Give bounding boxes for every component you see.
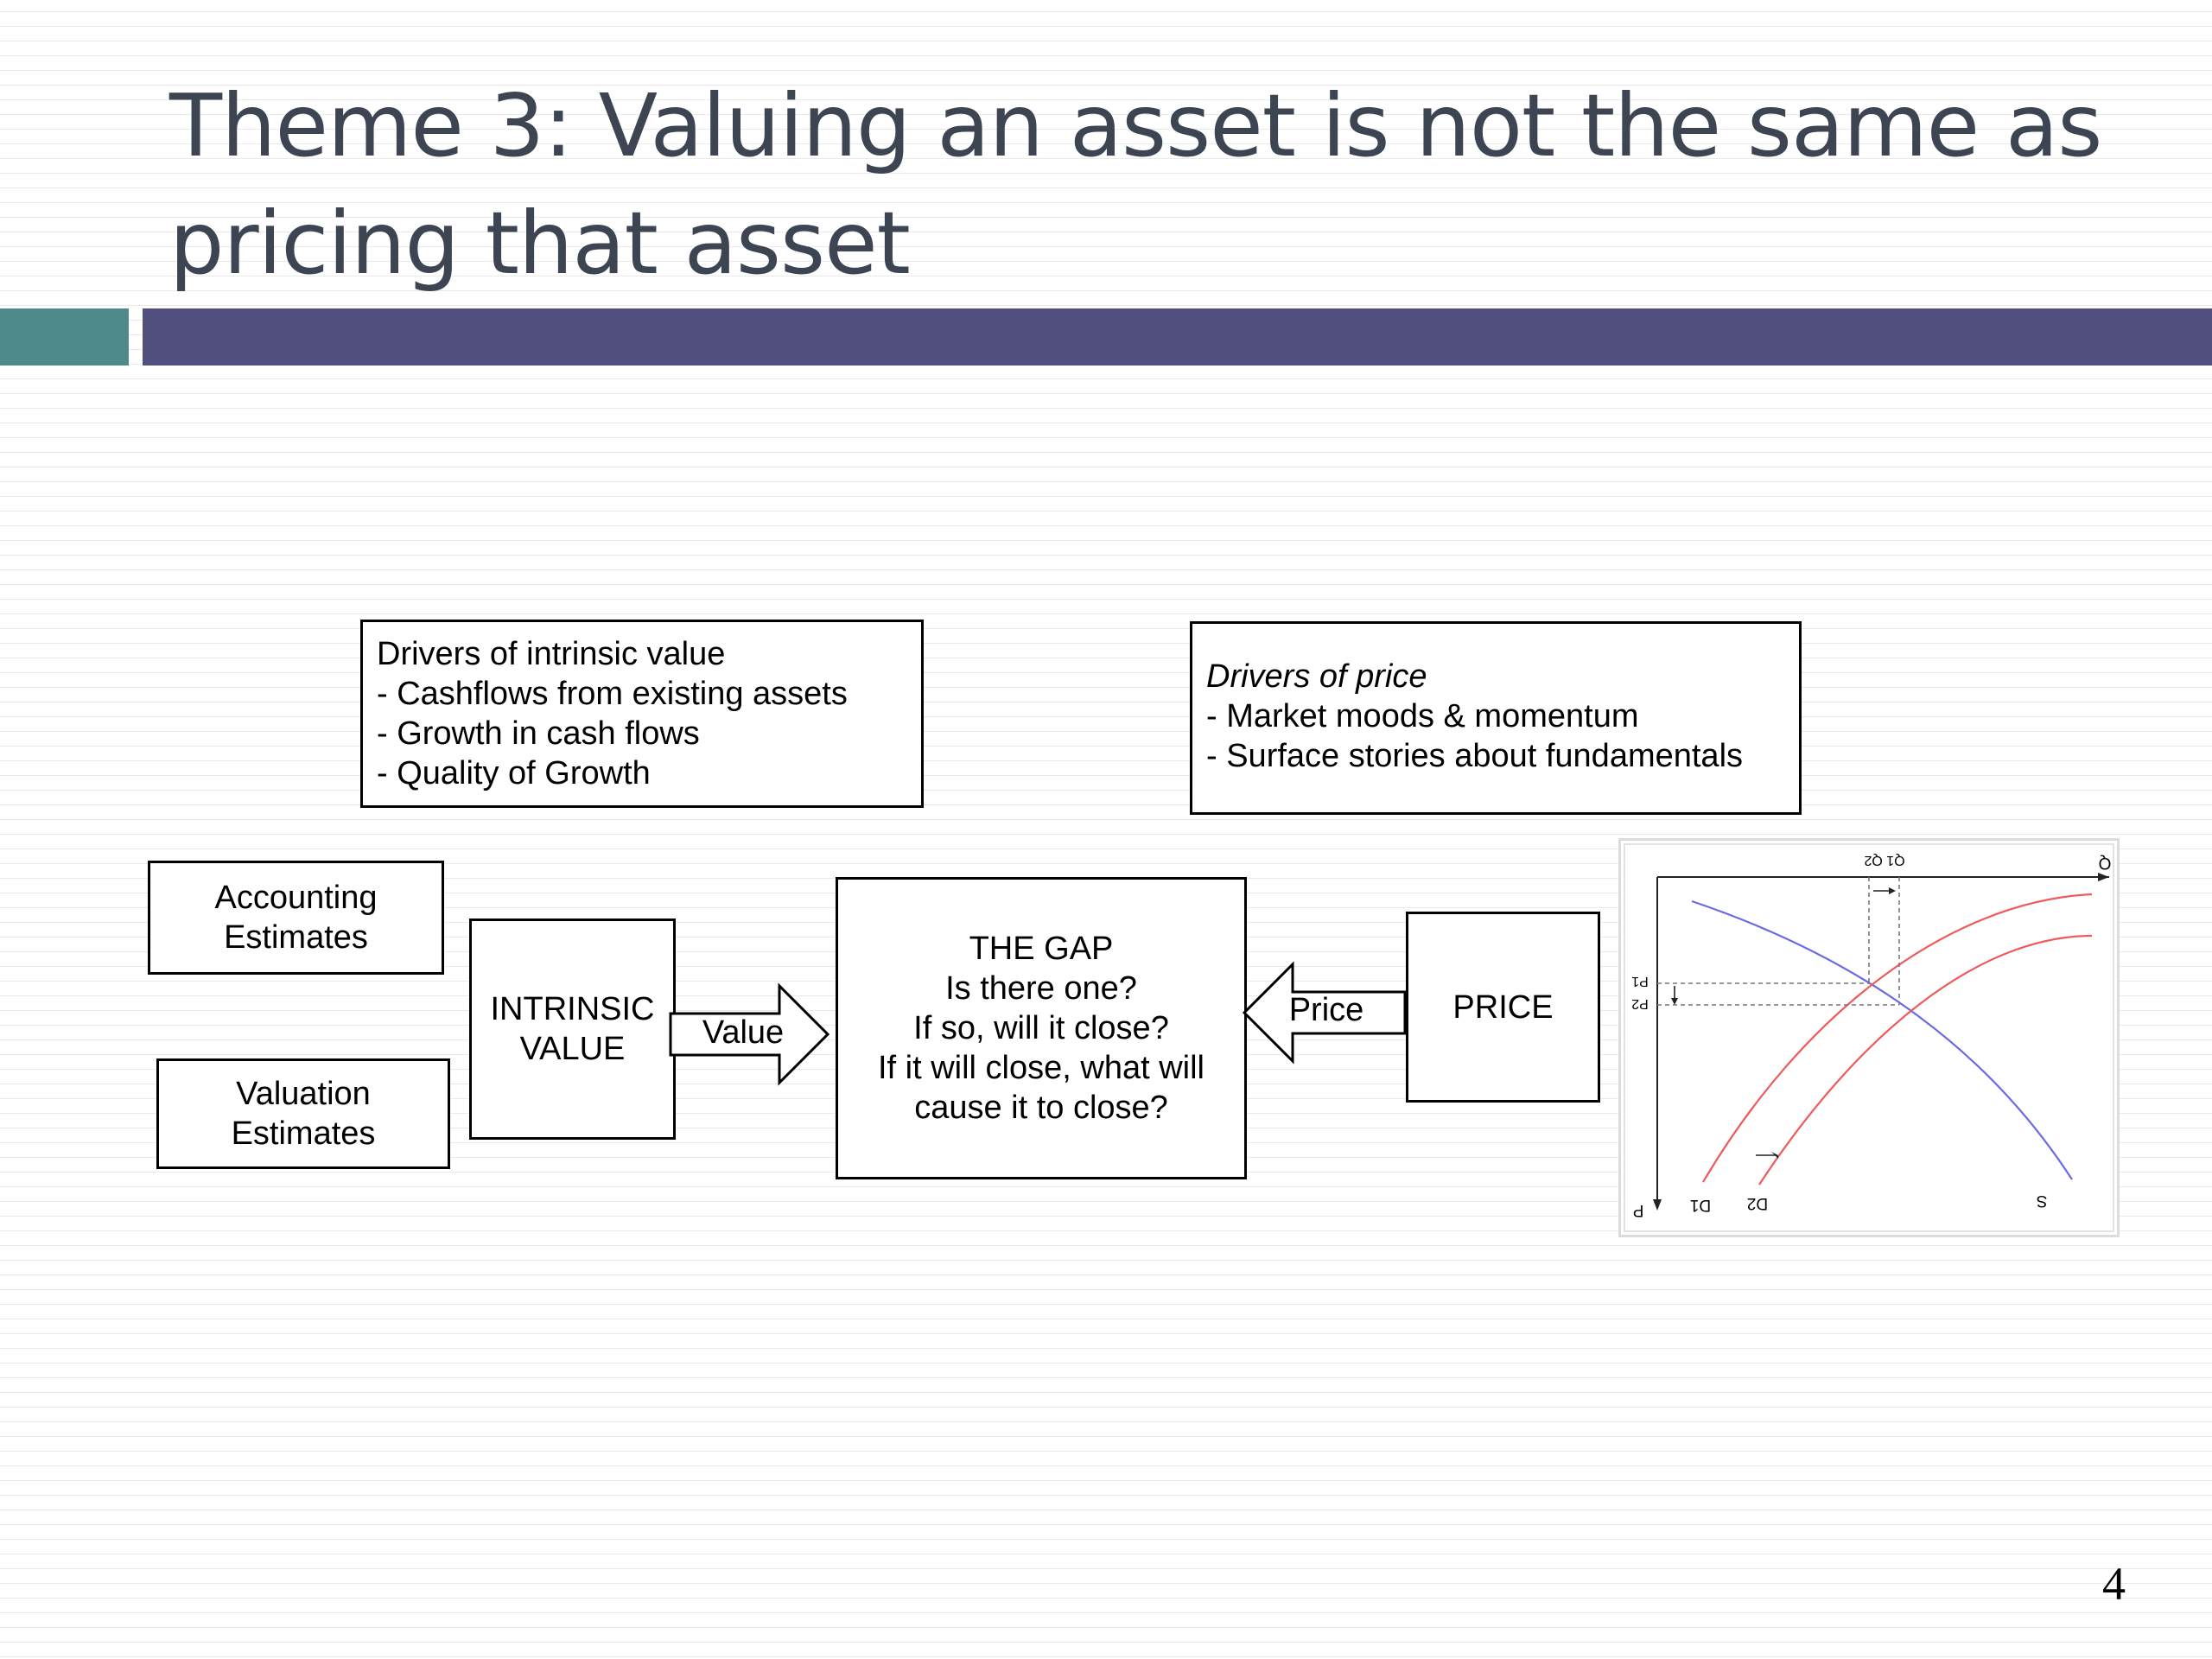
accounting-line-2: Estimates: [224, 919, 368, 956]
intrinsic-value-box: INTRINSIC VALUE: [469, 918, 676, 1140]
intrinsic-driver-item: - Growth in cash flows: [377, 715, 700, 752]
valuation-line-2: Estimates: [231, 1116, 376, 1152]
supply-demand-svg: Q P Q1 Q2 P1 P2 D1 D2 S: [1624, 843, 2114, 1232]
q1-q2-label: Q1 Q2: [1864, 853, 1904, 868]
title-underline-bar: [143, 308, 2212, 365]
gap-line: THE GAP: [969, 931, 1114, 967]
price-arrow-label: Price: [1288, 992, 1364, 1028]
s-label: S: [2037, 1192, 2048, 1210]
gap-line: If so, will it close?: [913, 1010, 1169, 1046]
intrinsic-driver-item: - Cashflows from existing assets: [377, 676, 848, 712]
value-arrow-label: Value: [702, 1014, 785, 1051]
supply-curve: [1691, 899, 2073, 1180]
price-driver-item: - Market moods & momentum: [1206, 698, 1639, 734]
d2-label: D2: [1747, 1194, 1768, 1212]
slide-title: Theme 3: Valuing an asset is not the sam…: [169, 67, 2113, 302]
demand-curve-d1: [1702, 893, 2093, 1183]
price-driver-item: - Surface stories about fundamentals: [1206, 738, 1744, 774]
intrinsic-driver-item: - Quality of Growth: [377, 755, 651, 791]
price-box-label: PRICE: [1452, 988, 1554, 1026]
q-axis-label: Q: [2099, 854, 2112, 872]
price-drivers-box: Drivers of price - Market moods & moment…: [1190, 621, 1802, 815]
q-axis-arrowhead: [2098, 873, 2109, 881]
p1-label: P1: [1631, 974, 1649, 988]
price-arrow: [1242, 961, 1407, 1065]
d1-label: D1: [1690, 1196, 1711, 1214]
price-box: PRICE: [1406, 912, 1600, 1103]
gap-line: Is there one?: [945, 970, 1137, 1007]
intrinsic-value-line-1: INTRINSIC: [490, 991, 655, 1027]
gap-line: If it will close, what will: [878, 1050, 1205, 1086]
price-drivers-heading: Drivers of price: [1206, 658, 1427, 695]
intrinsic-drivers-box: Drivers of intrinsic value - Cashflows f…: [360, 620, 924, 808]
valuation-line-1: Valuation: [236, 1076, 371, 1112]
gap-line: cause it to close?: [914, 1090, 1168, 1126]
p-axis-label: P: [1633, 1201, 1644, 1219]
intrinsic-value-line-2: VALUE: [519, 1031, 626, 1067]
title-line-2: pricing that asset: [169, 193, 911, 294]
intrinsic-drivers-heading: Drivers of intrinsic value: [377, 636, 726, 672]
supply-demand-graph: Q P Q1 Q2 P1 P2 D1 D2 S: [1618, 838, 2120, 1237]
title-line-1: Theme 3: Valuing an asset is not the sam…: [169, 75, 2102, 176]
valuation-estimates-box: Valuation Estimates: [156, 1058, 450, 1169]
value-arrow: [669, 982, 830, 1086]
accounting-line-1: Accounting: [214, 880, 378, 916]
p2-label: P2: [1631, 996, 1649, 1011]
gap-box: THE GAP Is there one? If so, will it clo…: [836, 877, 1247, 1179]
p-axis-arrowhead: [1653, 1199, 1662, 1211]
accounting-estimates-box: Accounting Estimates: [148, 861, 444, 975]
demand-curve-d2: [1758, 934, 2093, 1185]
title-accent-bar: [0, 308, 129, 365]
page-number: 4: [2102, 1558, 2126, 1610]
